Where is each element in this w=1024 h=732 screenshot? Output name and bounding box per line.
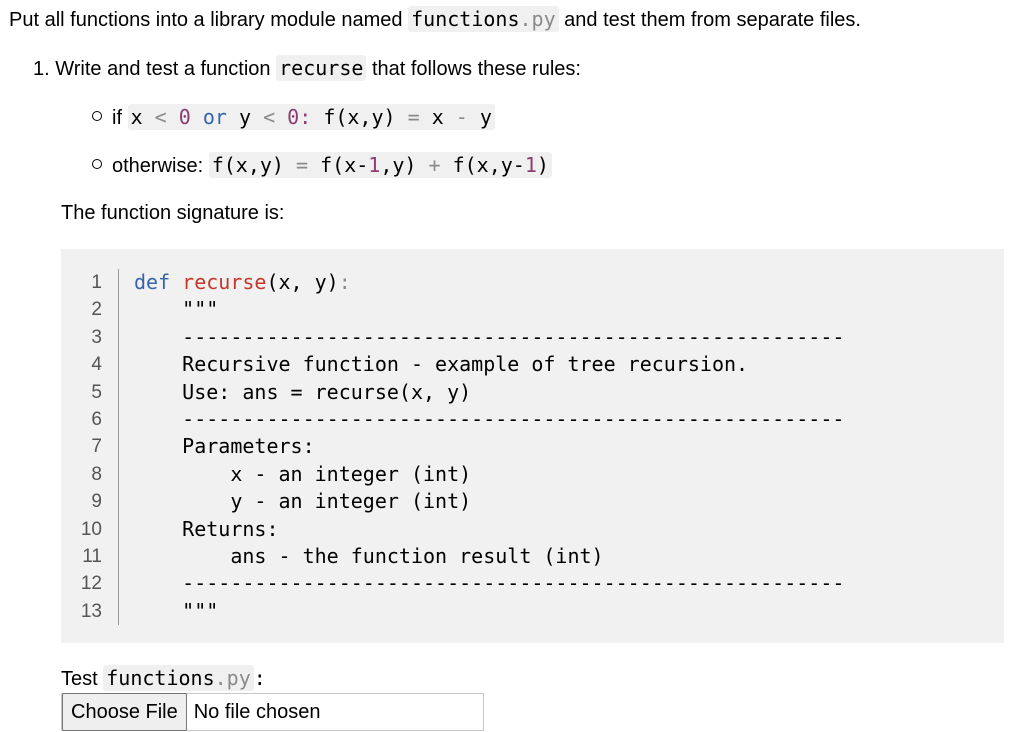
- code-token: 1: [368, 153, 381, 177]
- rule-lead: otherwise:: [112, 155, 209, 177]
- code-line-def: def recurse(x, y):: [134, 269, 844, 296]
- test-module-name: functions: [106, 666, 215, 690]
- code-line: Recursive function - example of tree rec…: [134, 352, 749, 377]
- code-token: f(x-: [320, 153, 369, 177]
- choose-file-button[interactable]: Choose File: [62, 693, 187, 731]
- code-token: y: [238, 105, 252, 129]
- test-label: Test functions.py:: [61, 665, 266, 691]
- step-1: 1. Write and test a function recurse tha…: [33, 55, 581, 81]
- code-line: Parameters:: [134, 434, 315, 459]
- rule-base-case: if x < 0 or y < 0: f(x,y) = x - y: [92, 104, 495, 130]
- line-number: 8: [91, 463, 102, 485]
- module-ext: .py: [519, 7, 556, 31]
- line-number: 9: [91, 491, 102, 513]
- rule-recursive-case: otherwise: f(x,y) = f(x-1,y) + f(x,y-1): [92, 152, 552, 178]
- code-line: ----------------------------------------…: [134, 571, 845, 596]
- test-module-ext: .py: [214, 666, 251, 690]
- line-number-gutter: 1 2 3 4 5 6 7 8 9 10 11 12 13: [61, 269, 119, 626]
- code-token: +: [428, 153, 441, 177]
- def-params: (x, y): [266, 270, 339, 294]
- rule-lead: if: [112, 107, 128, 129]
- def-function-name: recurse: [182, 270, 267, 294]
- code-token: ,y): [380, 153, 417, 177]
- test-module-code: functions.py: [103, 665, 254, 691]
- code-token: 0: [178, 105, 191, 129]
- code-line: Use: ans = recurse(x, y): [134, 379, 472, 404]
- code-token: -: [455, 105, 468, 129]
- code-token: f(x,y): [211, 153, 284, 177]
- module-name-code: functions.py: [408, 6, 559, 32]
- test-label-prefix: Test: [61, 668, 104, 690]
- intro-prefix: Put all functions into a library module …: [9, 9, 409, 31]
- code-line: y - an integer (int): [134, 489, 472, 514]
- module-name: functions: [411, 7, 520, 31]
- line-number: 5: [91, 381, 102, 403]
- code-line: """: [134, 297, 219, 322]
- line-number: 2: [91, 299, 102, 321]
- file-status-text: No file chosen: [193, 700, 321, 723]
- rule-recursive-case-code: f(x,y) = f(x-1,y) + f(x,y-1): [208, 152, 552, 178]
- code-line: x - an integer (int): [134, 461, 472, 486]
- intro-suffix: and test them from separate files.: [558, 9, 861, 31]
- def-colon: :: [338, 270, 351, 294]
- line-number: 12: [80, 573, 102, 595]
- signature-label: The function signature is:: [61, 202, 285, 224]
- code-token: y: [479, 105, 492, 129]
- code-token: 0:: [287, 105, 312, 129]
- line-number: 6: [91, 408, 102, 430]
- code-token: <: [263, 105, 276, 129]
- code-line: ----------------------------------------…: [134, 406, 845, 431]
- line-number: 7: [91, 436, 102, 458]
- code-token: x: [431, 105, 444, 129]
- step-prefix: Write and test a function: [55, 58, 277, 80]
- code-block: 1 2 3 4 5 6 7 8 9 10 11 12 13 def recurs…: [61, 249, 1004, 643]
- def-keyword: def: [134, 270, 171, 294]
- line-number: 1: [91, 272, 102, 293]
- code-token: ): [536, 153, 549, 177]
- code-line: ans - the function result (int): [134, 543, 604, 568]
- code-token: <: [154, 105, 167, 129]
- code-lines: def recurse(x, y): """ -----------------…: [134, 269, 844, 625]
- code-token: or: [202, 105, 227, 129]
- code-token: f(x,y): [323, 105, 396, 129]
- step-suffix: that follows these rules:: [366, 58, 581, 80]
- intro-text: Put all functions into a library module …: [9, 6, 861, 32]
- line-number: 3: [91, 326, 102, 348]
- step-number: 1.: [33, 58, 50, 80]
- bullet-icon: [92, 111, 102, 121]
- line-number: 13: [80, 600, 102, 622]
- bullet-icon: [92, 159, 102, 169]
- code-line: ----------------------------------------…: [134, 324, 845, 349]
- code-token: =: [296, 153, 309, 177]
- code-line: """: [134, 598, 219, 623]
- code-token: f(x,y-: [452, 153, 525, 177]
- code-line: Returns:: [134, 516, 279, 541]
- function-name-code: recurse: [276, 55, 367, 81]
- code-token: =: [407, 105, 420, 129]
- test-label-suffix: :: [253, 666, 266, 690]
- rule-base-case-code: x < 0 or y < 0: f(x,y) = x - y: [127, 104, 495, 130]
- line-number: 10: [80, 518, 102, 540]
- line-number: 4: [91, 354, 102, 376]
- code-token: x: [130, 105, 143, 129]
- code-token: 1: [524, 153, 537, 177]
- line-number: 11: [82, 545, 102, 567]
- file-input[interactable]: Choose File No file chosen: [61, 693, 484, 731]
